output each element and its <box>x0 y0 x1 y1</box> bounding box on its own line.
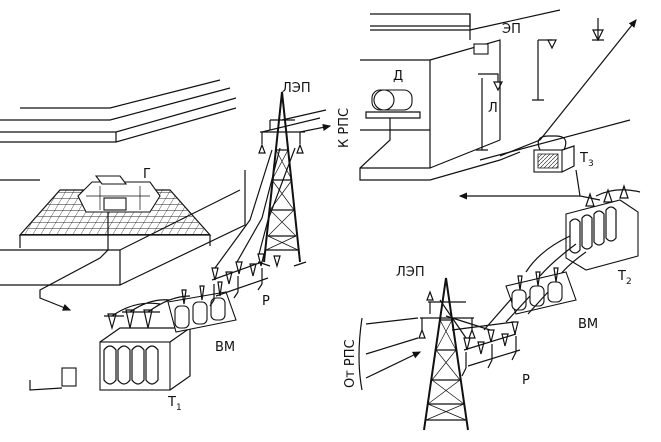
outgoing-line-arrows <box>261 109 330 132</box>
motor-label: Д <box>393 69 403 84</box>
lamp-label: Л <box>488 101 498 116</box>
lighting-circuit <box>499 20 636 157</box>
switch-right-label: ВМ <box>578 317 598 332</box>
power-line-right-label: ЛЭП <box>396 265 425 280</box>
transformer-t1-label: Т1 <box>167 395 182 413</box>
to-rps-label: К РПС <box>337 108 352 148</box>
power-line-left-label: ЛЭП <box>282 81 311 96</box>
consumer-building <box>360 9 561 169</box>
transmission-tower-left-icon <box>257 91 307 267</box>
disconnector-right-icon <box>461 321 521 377</box>
generator-label: Г <box>143 167 151 182</box>
switch-left-label: ВМ <box>215 340 235 355</box>
disconnector-left-icon <box>209 253 281 307</box>
disconnector-right-wires <box>439 291 549 339</box>
transformer-t2-label: Т2 <box>617 269 632 287</box>
generator-icon <box>77 175 161 213</box>
disconnector-right-label: Р <box>522 373 530 388</box>
transformer-t3-label: Т3 <box>579 151 594 169</box>
consumer-feed-line <box>359 118 521 181</box>
t1-to-switch-wires <box>111 295 191 317</box>
oil-switch-left-icon <box>167 281 237 333</box>
consumer-panel-label: ЭП <box>502 22 521 37</box>
from-rps-label: От РПС <box>343 339 358 388</box>
transformer-t1-icon <box>29 309 192 391</box>
motor-icon <box>365 89 421 119</box>
incoming-line-arrows <box>365 317 420 379</box>
transformer-t2-icon <box>565 184 641 271</box>
transformer-t3-icon <box>533 135 575 173</box>
lamp-post-icon <box>476 18 604 151</box>
disconnector-left-label: Р <box>262 294 270 309</box>
generator-cable <box>39 212 109 311</box>
transmission-tower-right-icon <box>418 277 476 431</box>
